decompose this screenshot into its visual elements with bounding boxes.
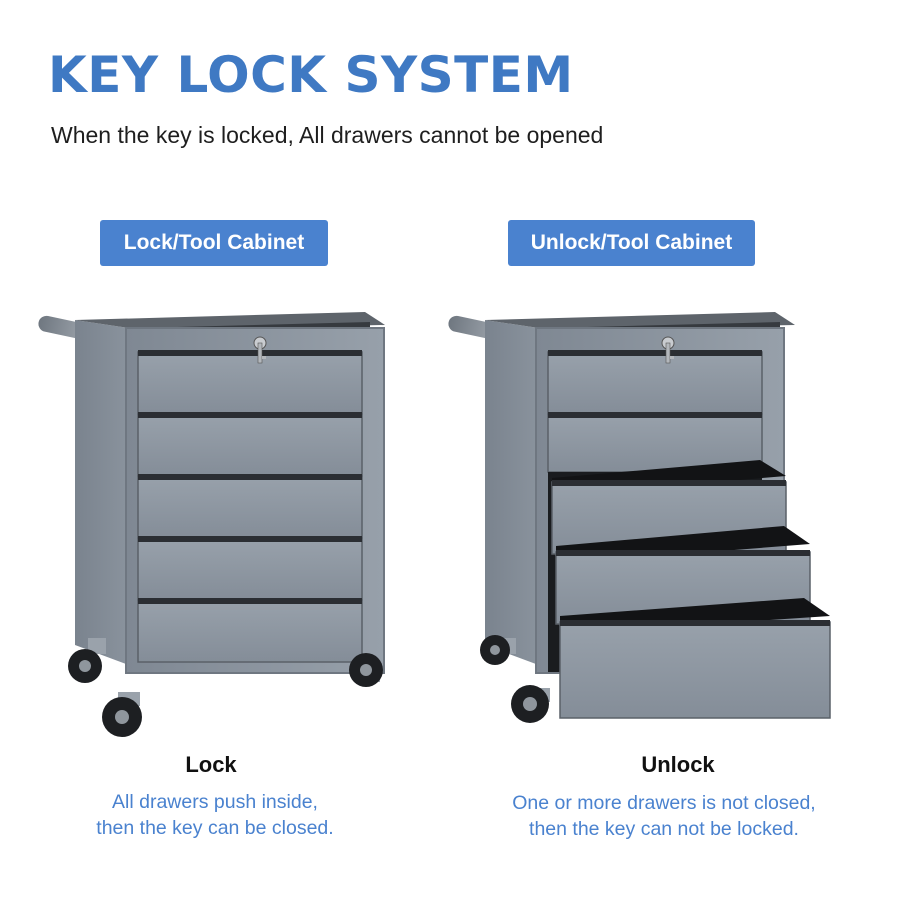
open-drawers (551, 460, 831, 719)
key-lock-icon (253, 336, 267, 364)
lock-description-line1: All drawers push inside, (112, 791, 318, 813)
unlocked-tool-cabinet-illustration (448, 312, 831, 723)
unlock-description-line1: One or more drawers is not closed, (512, 792, 816, 814)
locked-tool-cabinet-illustration (38, 312, 385, 737)
unlock-description: One or more drawers is not closed, then … (474, 790, 854, 842)
caster-wheel-icon (480, 635, 550, 723)
lock-state-label: Lock (185, 752, 237, 777)
drawer-stack (137, 350, 363, 663)
unlock-description-line2: then the key can not be locked. (529, 818, 799, 840)
lock-description: All drawers push inside, then the key ca… (25, 789, 405, 841)
page-title: KEY LOCK SYSTEM (48, 46, 574, 104)
page-subtitle: When the key is locked, All drawers cann… (51, 122, 604, 148)
caster-wheel-icon (68, 638, 383, 737)
unlock-state-label: Unlock (641, 752, 715, 777)
lock-cabinet-badge: Lock/Tool Cabinet (100, 220, 328, 266)
lock-description-line2: then the key can be closed. (96, 817, 334, 839)
unlock-cabinet-badge: Unlock/Tool Cabinet (508, 220, 755, 266)
key-lock-icon (661, 336, 675, 364)
